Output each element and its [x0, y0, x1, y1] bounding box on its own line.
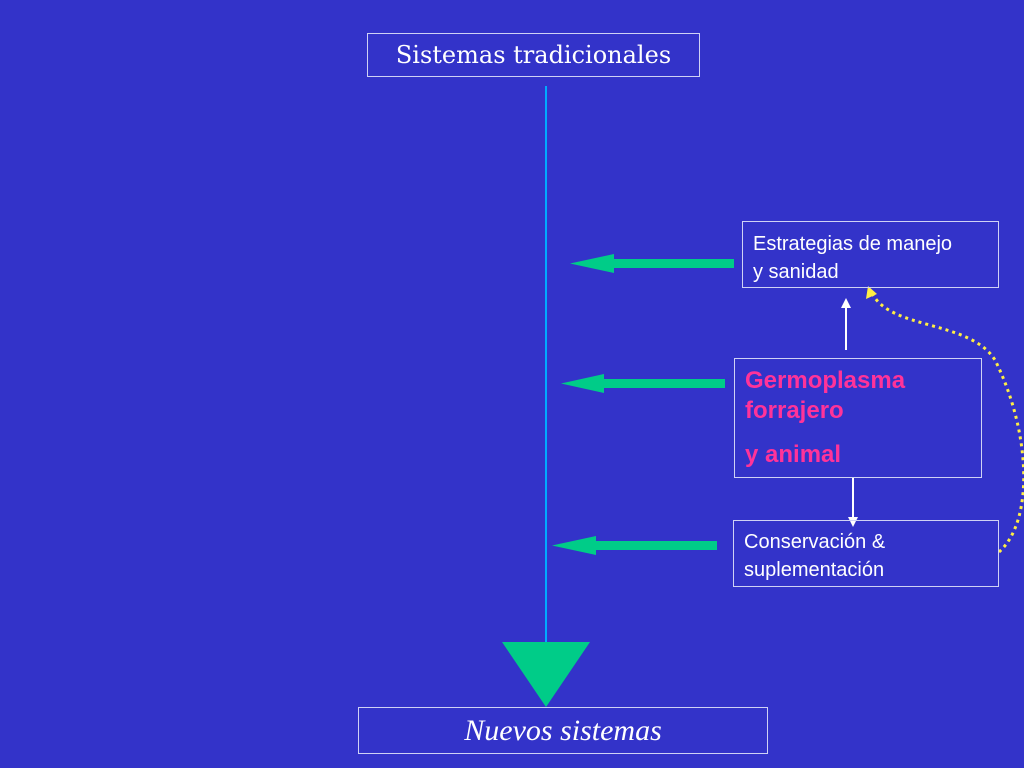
node-germoplasma-line-1: Germoplasma [745, 367, 906, 394]
node-germoplasma-line-2: forrajero [745, 397, 844, 424]
node-estrategias: Estrategias de manejo y sanidad [742, 221, 999, 288]
node-estrategias-line-2: y sanidad [753, 261, 839, 283]
arrow-germoplasma-to-conservacion [848, 478, 858, 527]
dotted-feedback-arrow [866, 286, 1024, 554]
node-germoplasma: Germoplasma forrajero y animal [734, 358, 982, 478]
main-axis-arrowhead [502, 642, 590, 707]
node-estrategias-line-1: Estrategias de manejo [753, 233, 953, 255]
node-conservacion: Conservación & suplementación [733, 520, 999, 587]
arrow-conservacion-to-axis [552, 536, 717, 555]
node-sistemas-tradicionales: Sistemas tradicionales [367, 33, 700, 77]
node-conservacion-line-1: Conservación & [744, 531, 886, 553]
arrow-estrategias-to-axis [570, 254, 734, 273]
arrow-germoplasma-to-estrategias [841, 298, 851, 350]
arrow-germoplasma-to-axis [561, 374, 725, 393]
node-germoplasma-line-3: y animal [745, 441, 842, 468]
node-nuevos-sistemas: Nuevos sistemas [358, 707, 768, 754]
node-sistemas-tradicionales-label: Sistemas tradicionales [395, 41, 672, 69]
node-conservacion-line-2: suplementación [744, 559, 885, 581]
node-nuevos-sistemas-label: Nuevos sistemas [464, 714, 662, 747]
